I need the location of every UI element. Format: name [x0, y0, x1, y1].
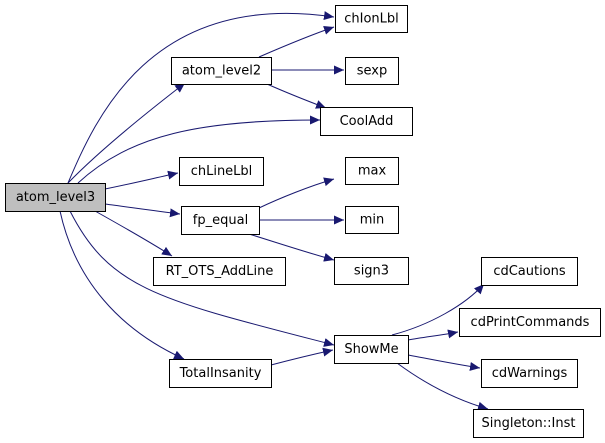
edge-atom_level3-to-ShowMe	[69, 210, 335, 347]
node-label: TotalInsanity	[179, 366, 262, 381]
edge-atom_level3-to-fp_equal	[104, 203, 181, 218]
edge-TotalInsanity-to-ShowMe	[270, 347, 334, 366]
node-cdWarnings[interactable]: cdWarnings	[481, 359, 578, 388]
node-box	[320, 107, 413, 136]
node-cdPrintCommands[interactable]: cdPrintCommands	[459, 308, 601, 337]
node-label: Singleton::Inst	[482, 416, 576, 431]
node-chLineLbl[interactable]: chLineLbl	[179, 157, 264, 186]
edge-atom_level3-to-RT_OTS_AddLine	[94, 210, 173, 257]
node-min[interactable]: min	[345, 206, 399, 234]
node-cdCautions[interactable]: cdCautions	[481, 257, 578, 286]
node-sexp[interactable]: sexp	[345, 57, 399, 85]
node-box	[5, 183, 106, 212]
node-sign3[interactable]: sign3	[334, 257, 409, 285]
node-chIonLbl[interactable]: chIonLbl	[335, 5, 408, 33]
node-label: cdCautions	[493, 264, 566, 279]
node-RT_OTS_AddLine[interactable]: RT_OTS_AddLine	[153, 257, 286, 286]
edge-ShowMe-to-cdPrintCommands	[407, 329, 459, 341]
edge-fp_equal-to-sign3	[248, 233, 335, 262]
edge-atom_level3-to-CoolAdd	[77, 115, 321, 184]
edge-atom_level2-to-CoolAdd	[266, 83, 327, 109]
node-label: CoolAdd	[340, 114, 394, 129]
node-atom_level2[interactable]: atom_level2	[171, 57, 272, 85]
node-label: RT_OTS_AddLine	[166, 264, 274, 279]
node-fp_equal[interactable]: fp_equal	[181, 206, 260, 235]
node-TotalInsanity[interactable]: TotalInsanity	[169, 359, 272, 388]
edge-atom_level2-to-chIonLbl	[258, 26, 335, 58]
node-label: cdWarnings	[492, 366, 568, 381]
edges-layer	[59, 11, 489, 411]
edge-ShowMe-to-cdWarnings	[407, 354, 481, 371]
node-box	[153, 257, 286, 286]
node-label: atom_level3	[16, 190, 95, 205]
edge-atom_level3-to-atom_level2	[67, 82, 186, 184]
node-label: sexp	[357, 64, 388, 79]
node-box	[335, 5, 408, 33]
node-label: atom_level2	[182, 64, 261, 79]
edge-ShowMe-to-Singleton_Inst	[396, 362, 489, 411]
nodes-layer: atom_level3 chIonLbl atom_level2 sexpCoolAd…	[5, 5, 601, 438]
node-box	[481, 257, 578, 286]
node-box	[334, 335, 409, 364]
node-ShowMe[interactable]: ShowMe	[334, 335, 409, 364]
node-box	[334, 257, 409, 285]
node-Singleton_Inst[interactable]: Singleton::Inst	[473, 409, 584, 438]
edge-atom_level3-to-chLineLbl	[104, 170, 179, 190]
node-box	[179, 157, 264, 186]
node-label: sign3	[354, 264, 389, 279]
node-label: chLineLbl	[191, 164, 253, 179]
node-label: fp_equal	[193, 213, 248, 228]
edge-atom_level3-to-TotalInsanity	[59, 210, 185, 360]
node-label: ShowMe	[344, 342, 398, 357]
node-box	[473, 409, 584, 438]
node-label: chIonLbl	[344, 12, 399, 27]
node-box	[169, 359, 272, 388]
node-max[interactable]: max	[345, 157, 399, 185]
node-label: min	[360, 213, 385, 228]
node-box	[345, 57, 399, 85]
node-box	[481, 359, 578, 388]
node-label: max	[358, 164, 387, 179]
node-CoolAdd[interactable]: CoolAdd	[320, 107, 413, 136]
node-box	[171, 57, 272, 85]
node-box	[181, 206, 260, 235]
edge-ShowMe-to-cdCautions	[391, 283, 485, 336]
node-label: cdPrintCommands	[471, 315, 590, 330]
edge-fp_equal-to-max	[258, 177, 335, 209]
node-box	[459, 308, 601, 337]
node-box	[345, 157, 399, 185]
edge-atom_level3-to-chIonLbl	[67, 11, 335, 184]
node-box	[345, 206, 399, 234]
node-atom_level3[interactable]: atom_level3	[5, 183, 106, 212]
